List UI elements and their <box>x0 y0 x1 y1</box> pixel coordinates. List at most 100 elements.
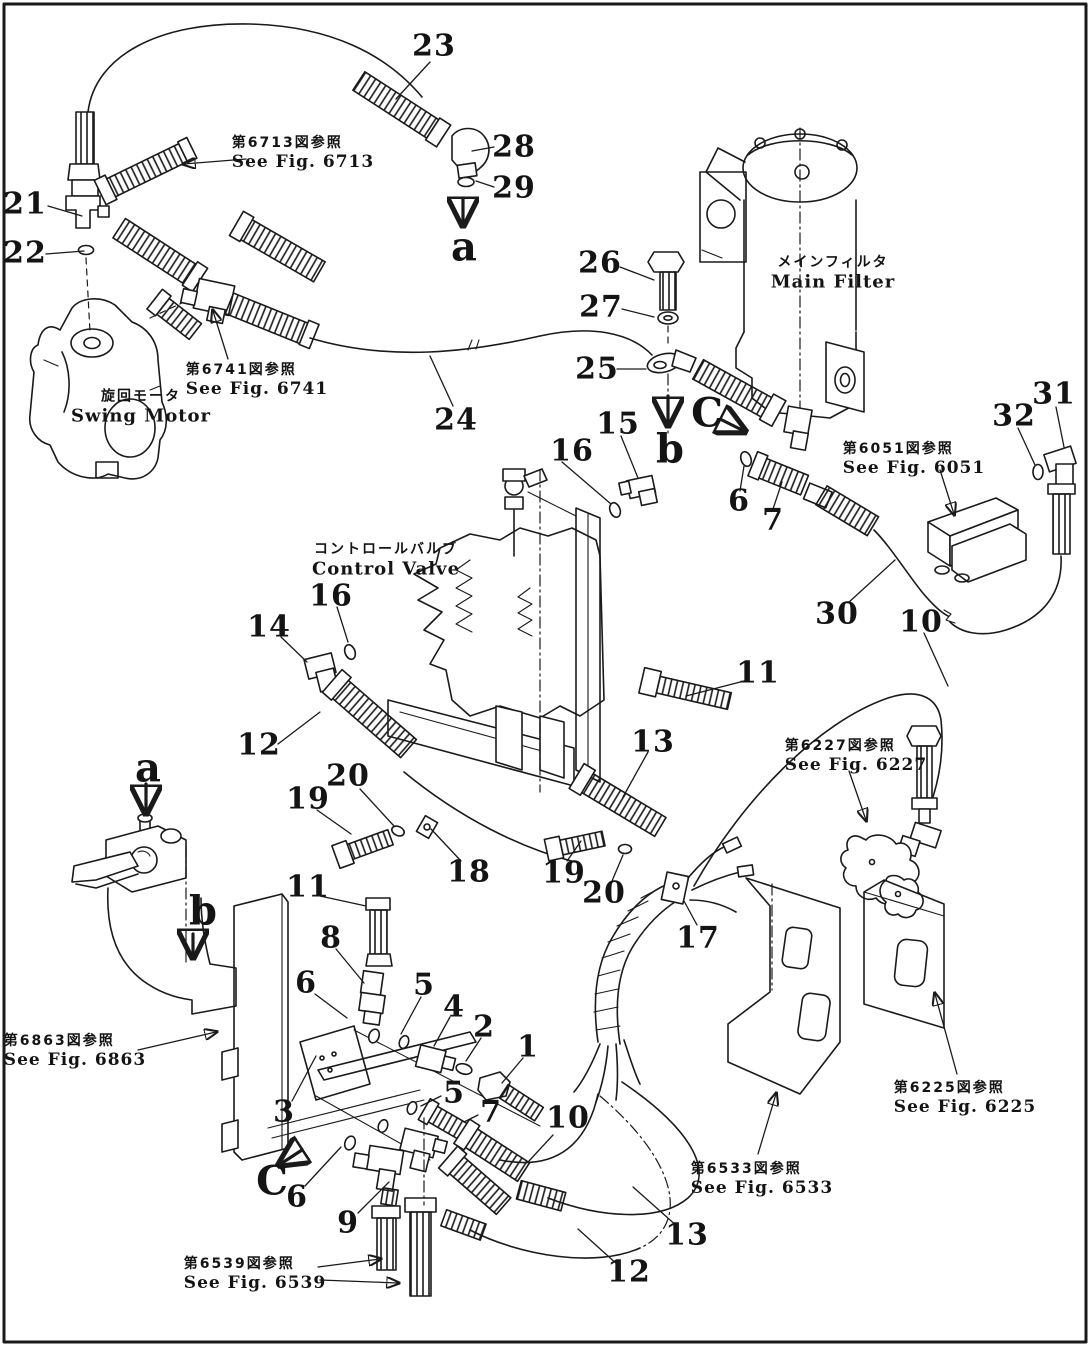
callout-16: 16 <box>309 578 353 614</box>
hose-fig6713 <box>93 136 198 206</box>
callout-5: 5 <box>443 1075 465 1111</box>
washer-27 <box>657 311 679 325</box>
callout-24: 24 <box>434 402 478 438</box>
leader-lines <box>45 61 1065 1266</box>
control-valve <box>387 468 659 793</box>
hose-24-tick <box>467 339 480 351</box>
callout-27: 27 <box>579 289 623 325</box>
washer-20-left <box>391 825 405 837</box>
callout-13: 13 <box>665 1217 709 1253</box>
main-filter <box>699 127 865 425</box>
callout-2: 2 <box>473 1009 495 1045</box>
o-ring-6 <box>739 450 753 468</box>
bolt-19-right <box>543 830 606 862</box>
hose-10 <box>693 693 943 887</box>
hose-23-assembly <box>87 23 490 188</box>
reference-6533-jp: 第6533図参照 <box>690 1161 802 1177</box>
reference-6741-jp: 第6741図参照 <box>185 362 297 378</box>
plate-3 <box>317 1031 477 1081</box>
callout-9: 9 <box>337 1205 359 1241</box>
callout-22: 22 <box>3 235 47 271</box>
callout-11: 11 <box>736 655 780 691</box>
callout-6: 6 <box>286 1179 308 1215</box>
callout-28: 28 <box>492 129 536 165</box>
callout-13: 13 <box>631 724 675 760</box>
tube-13-mid <box>568 762 667 838</box>
reference-6051-jp: 第6051図参照 <box>842 441 954 457</box>
callout-5: 5 <box>413 967 435 1003</box>
callout-10: 10 <box>546 1100 590 1136</box>
filter-bracket <box>699 171 747 263</box>
callout-8: 8 <box>320 920 342 956</box>
view-marker-b: b <box>656 425 684 473</box>
callout-15: 15 <box>596 406 640 442</box>
callout-32: 32 <box>992 398 1036 434</box>
bolt-11-bottom <box>365 897 393 967</box>
bolt-1 <box>477 1071 545 1122</box>
callout-31: 31 <box>1032 376 1076 412</box>
callout-12: 12 <box>607 1254 651 1290</box>
callout-20: 20 <box>326 758 370 794</box>
hose-24 <box>309 330 653 356</box>
reference-arrows <box>137 159 958 1283</box>
reference-6227-en: See Fig. 6227 <box>784 755 928 775</box>
callout-1: 1 <box>517 1029 539 1065</box>
callout-23: 23 <box>412 28 456 64</box>
reference-6863-en: See Fig. 6863 <box>3 1050 147 1070</box>
elbow-9 <box>352 1144 405 1207</box>
bolt-11-mid <box>638 666 733 711</box>
filter-outlet-piping <box>691 358 956 624</box>
view-marker-a: a <box>451 223 477 271</box>
reference-6533-en: See Fig. 6533 <box>690 1178 834 1198</box>
tee-center <box>399 1127 449 1173</box>
view-marker-C: C <box>256 1157 288 1205</box>
reference-6863-jp: 第6863図参照 <box>3 1033 115 1049</box>
tube-10-lower <box>437 1145 512 1216</box>
fitting-31-32 <box>949 445 1077 635</box>
hose-bundle-17 <box>573 836 755 1103</box>
hose-30 <box>873 529 949 617</box>
reference-6225-en: See Fig. 6225 <box>893 1097 1037 1117</box>
reference-6539-jp: 第6539図参照 <box>183 1256 295 1272</box>
reference-6051-en: See Fig. 6051 <box>842 458 986 478</box>
callout-3: 3 <box>273 1094 295 1130</box>
reference-6713-en: See Fig. 6713 <box>231 152 375 172</box>
pipe-fig6539-right <box>404 1197 437 1297</box>
plate-fig6533 <box>727 877 841 1095</box>
component-label-control-valve-en: Control Valve <box>311 558 461 580</box>
tube-10-upper <box>453 1118 531 1183</box>
hoses-12-13-bottom <box>440 1081 700 1259</box>
component-label-swing-motor-en: Swing Motor <box>70 405 212 427</box>
washer-20-right <box>617 843 633 855</box>
o-ring-32 <box>1032 463 1044 481</box>
fitting-7 <box>747 450 810 496</box>
elbow-8 <box>358 969 386 1026</box>
view-direction-arrows <box>146 196 742 1163</box>
fitting-21-stack <box>65 111 110 333</box>
component-label-main-filter-en: Main Filter <box>770 271 896 293</box>
callout-25: 25 <box>575 351 619 387</box>
callout-4: 4 <box>443 989 465 1025</box>
o-ring-16-left <box>343 643 357 661</box>
callout-26: 26 <box>578 245 622 281</box>
callout-30: 30 <box>815 596 859 632</box>
reference-6713-jp: 第6713図参照 <box>231 135 343 151</box>
component-label-main-filter-jp: メインフィルタ <box>777 254 889 271</box>
o-ring-16-upper <box>608 501 622 519</box>
plate-fig6225 <box>863 879 945 1029</box>
view-marker-a: a <box>135 744 161 792</box>
clamp-17 <box>660 871 690 905</box>
tank-fig6863 <box>71 813 237 1015</box>
